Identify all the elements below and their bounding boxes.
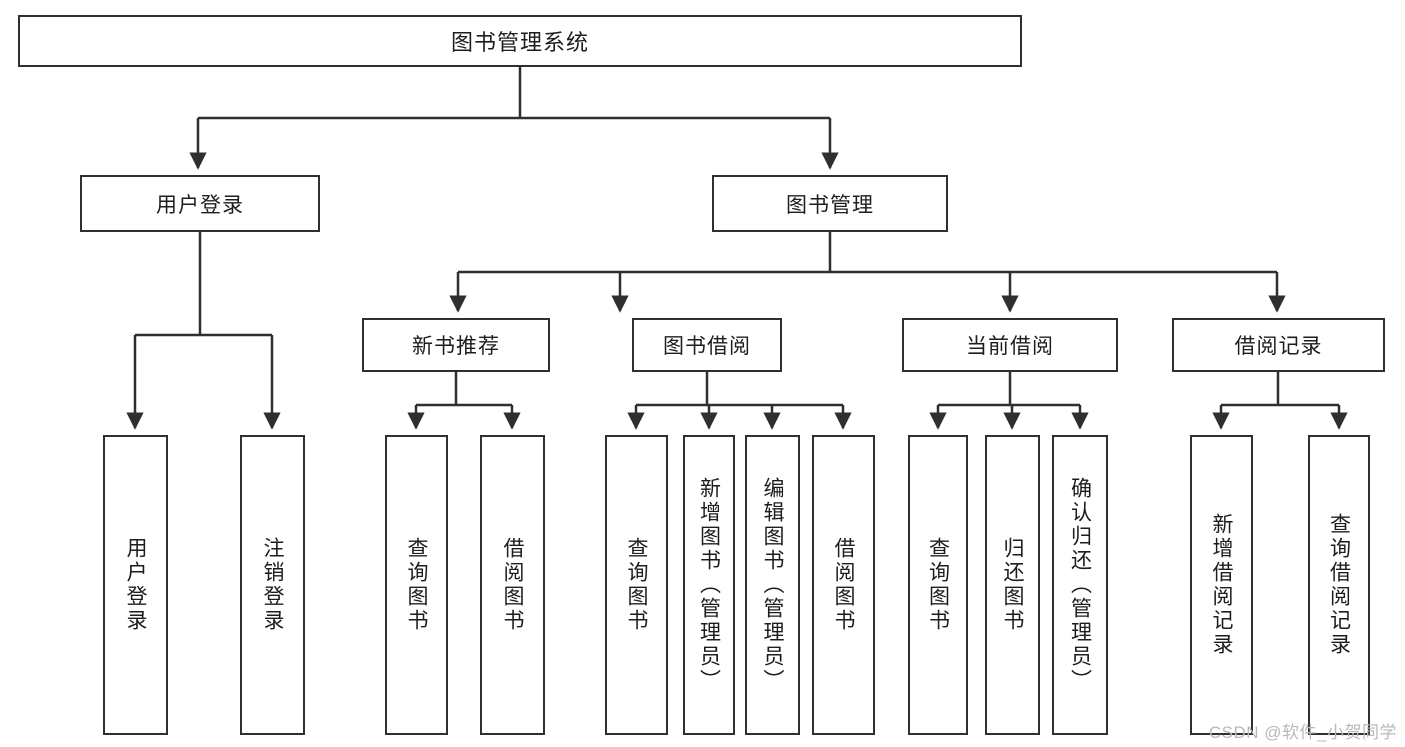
node-leaf-confirm-return[interactable]: 确认归还（管理员）: [1052, 435, 1108, 735]
node-book-manage-label: 图书管理: [786, 193, 874, 217]
node-leaf-add-book-admin[interactable]: 新增图书（管理员）: [683, 435, 735, 735]
node-book-manage[interactable]: 图书管理: [712, 175, 948, 232]
node-root-label: 图书管理系统: [450, 30, 589, 55]
node-leaf-query-book-3[interactable]: 查询图书: [908, 435, 968, 735]
node-leaf-borrow-book-2[interactable]: 借阅图书: [812, 435, 875, 735]
node-leaf-query-borrow-record[interactable]: 查询借阅记录: [1308, 435, 1370, 735]
node-leaf-borrow-book-2-label: 借阅图书: [832, 537, 855, 633]
node-leaf-confirm-return-label: 确认归还（管理员）: [1068, 477, 1092, 693]
node-new-book-recommend-label: 新书推荐: [412, 335, 500, 358]
node-book-borrow[interactable]: 图书借阅: [632, 318, 782, 372]
node-leaf-edit-book-admin[interactable]: 编辑图书（管理员）: [745, 435, 800, 735]
node-leaf-query-borrow-record-label: 查询借阅记录: [1327, 513, 1351, 657]
node-borrow-record[interactable]: 借阅记录: [1172, 318, 1385, 372]
node-user-login[interactable]: 用户登录: [80, 175, 320, 232]
node-current-borrow[interactable]: 当前借阅: [902, 318, 1118, 372]
node-leaf-query-book-2-label: 查询图书: [625, 537, 648, 633]
node-leaf-add-borrow-record-label: 新增借阅记录: [1210, 513, 1233, 657]
node-leaf-edit-book-admin-label: 编辑图书（管理员）: [761, 477, 784, 693]
node-leaf-query-book-3-label: 查询图书: [926, 537, 950, 633]
node-user-login-label: 用户登录: [156, 193, 244, 217]
watermark: CSDN @软件_小贺同学: [1208, 723, 1397, 742]
node-current-borrow-label: 当前借阅: [966, 335, 1054, 358]
node-new-book-recommend[interactable]: 新书推荐: [362, 318, 550, 372]
node-root[interactable]: 图书管理系统: [18, 15, 1022, 67]
node-leaf-add-borrow-record[interactable]: 新增借阅记录: [1190, 435, 1253, 735]
node-leaf-query-book-2[interactable]: 查询图书: [605, 435, 668, 735]
node-borrow-record-label: 借阅记录: [1234, 335, 1323, 358]
node-leaf-return-book[interactable]: 归还图书: [985, 435, 1040, 735]
node-leaf-query-book-1-label: 查询图书: [405, 537, 428, 633]
node-leaf-borrow-book-1[interactable]: 借阅图书: [480, 435, 545, 735]
node-leaf-user-login[interactable]: 用户登录: [103, 435, 168, 735]
node-leaf-user-login-label: 用户登录: [124, 537, 147, 633]
node-leaf-add-book-admin-label: 新增图书（管理员）: [697, 477, 721, 693]
node-leaf-return-book-label: 归还图书: [1001, 537, 1024, 633]
node-leaf-logout-login[interactable]: 注销登录: [240, 435, 305, 735]
node-book-borrow-label: 图书借阅: [663, 335, 751, 358]
node-leaf-borrow-book-1-label: 借阅图书: [501, 537, 524, 633]
node-leaf-query-book-1[interactable]: 查询图书: [385, 435, 448, 735]
node-leaf-logout-login-label: 注销登录: [261, 537, 284, 633]
